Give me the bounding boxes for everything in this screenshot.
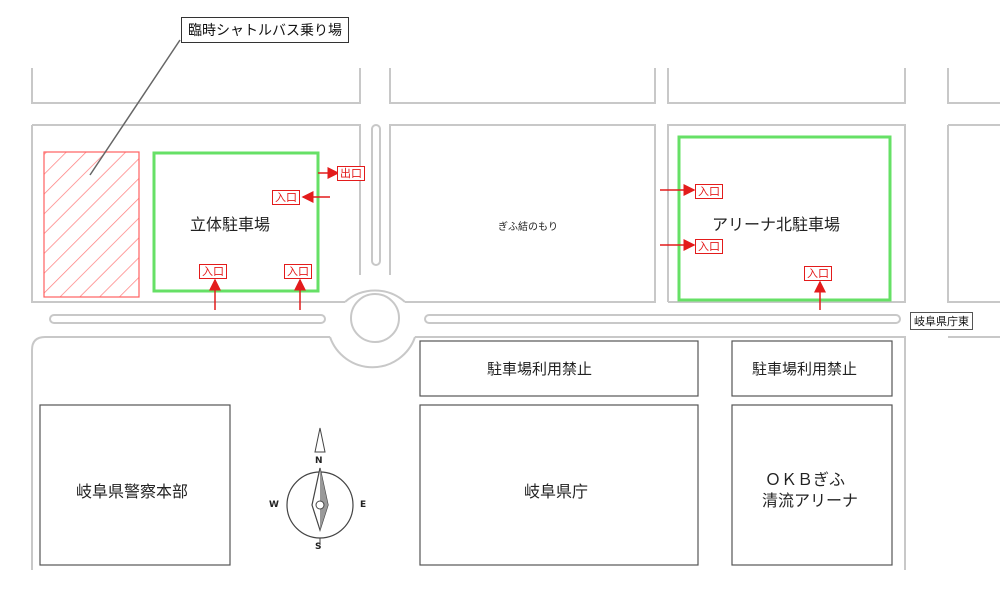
- police-hq-rect: [39, 404, 231, 566]
- block-arena-north: [667, 124, 906, 303]
- shuttle-bus-callout: 臨時シャトルバス乗り場: [181, 17, 349, 43]
- median-right: [424, 314, 901, 324]
- parking-structure-outline: [152, 151, 320, 293]
- entrance-arrows: [209, 167, 826, 310]
- roundabout-top: [344, 289, 406, 303]
- block-top-left: [31, 68, 361, 104]
- arena-label-line2: 清流アリーナ: [762, 491, 859, 510]
- block-far-right: [947, 124, 1000, 303]
- median-left: [49, 314, 326, 324]
- roundabout-bottom: [329, 336, 416, 369]
- compass-east-label: E: [360, 500, 367, 510]
- roundabout-inner: [350, 293, 400, 343]
- block-top-far: [947, 68, 1000, 104]
- shuttle-bus-zone: [43, 151, 140, 298]
- arena-label-line1: ＯＫＢぎふ: [765, 470, 846, 489]
- block-park-left: [31, 125, 345, 303]
- no-parking-label-2: 駐車場利用禁止: [752, 360, 858, 378]
- entrance-tag-2: 入口: [199, 264, 227, 279]
- block-park-top: [32, 124, 361, 275]
- block-bottom-mid: [415, 336, 906, 570]
- block-forest: [389, 124, 656, 303]
- pref-office-rect: [419, 404, 699, 566]
- parking-structure-label: 立体駐車場: [190, 215, 271, 234]
- no-parking-label-1: 駐車場利用禁止: [487, 360, 593, 378]
- no-parking-1-rect: [419, 340, 699, 397]
- buildings: [39, 340, 893, 566]
- callout-leader: [89, 39, 181, 176]
- compass-south-label: S: [315, 542, 322, 552]
- road-blocks: [31, 68, 1000, 570]
- compass-north-label: N: [315, 456, 323, 466]
- entrance-tag-5: 入口: [695, 239, 723, 254]
- arena-north-outline: [677, 135, 892, 302]
- entrance-tag-4: 入口: [695, 184, 723, 199]
- entrance-tag-3: 入口: [284, 264, 312, 279]
- no-parking-2-rect: [731, 340, 893, 397]
- median-vertical: [371, 124, 381, 266]
- compass-west-label: W: [269, 500, 279, 510]
- entrance-tag-1: 入口: [272, 190, 300, 205]
- forest-label: ぎふ結のもり: [498, 222, 558, 233]
- block-top-right: [667, 68, 906, 104]
- block-bottom-left: [31, 336, 330, 570]
- arena-north-label: アリーナ北駐車場: [712, 215, 841, 234]
- compass-icon: [286, 427, 354, 545]
- street-sign-gifu-pref-east: 岐阜県庁東: [910, 312, 973, 330]
- exit-tag: 出口: [337, 166, 365, 181]
- arena-rect: [731, 404, 893, 566]
- entrance-tag-6: 入口: [804, 266, 832, 281]
- police-hq-label: 岐阜県警察本部: [76, 482, 189, 501]
- block-top-mid: [389, 68, 656, 104]
- pref-office-label: 岐阜県庁: [524, 482, 589, 501]
